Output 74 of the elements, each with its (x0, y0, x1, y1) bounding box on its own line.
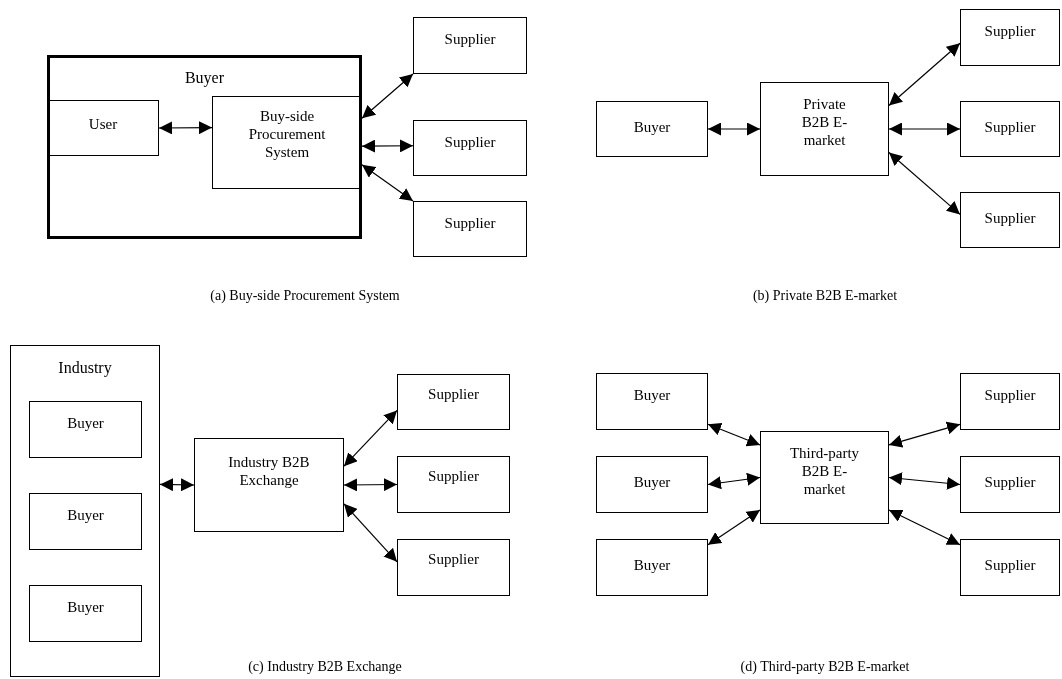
node-label: Buy-side Procurement System (247, 107, 327, 161)
node-label: Supplier (984, 473, 1036, 491)
double-headed-arrow (343, 503, 398, 563)
double-headed-arrow (888, 122, 961, 136)
process-box (413, 17, 527, 74)
double-headed-arrow (343, 478, 398, 492)
node-label: Supplier (444, 214, 496, 232)
figure-caption: (c) Industry B2B Exchange (248, 659, 402, 675)
node-label: Buyer (67, 598, 104, 616)
node-label: Buyer (67, 414, 104, 432)
node-label: Buyer (633, 556, 671, 574)
figure-caption: (a) Buy-side Procurement System (210, 288, 400, 304)
node-label: Third-party B2B E-market (788, 444, 861, 498)
node-label: Buyer (633, 386, 671, 404)
node-label: Supplier (984, 386, 1036, 404)
process-box (29, 585, 142, 642)
node-label: Buyer (67, 506, 104, 524)
process-box (760, 431, 889, 524)
node-label: Supplier (428, 385, 479, 403)
figure-caption: (d) Third-party B2B E-market (740, 659, 910, 675)
node-label: Supplier (444, 30, 496, 48)
process-box (397, 374, 510, 430)
double-headed-arrow (343, 409, 398, 467)
double-headed-arrow (888, 42, 961, 107)
double-headed-arrow (707, 472, 761, 490)
process-box (397, 456, 510, 513)
node-label: Supplier (428, 467, 479, 485)
process-box (596, 456, 708, 513)
process-box (29, 493, 142, 550)
double-headed-arrow (888, 151, 961, 215)
double-headed-arrow (707, 509, 761, 546)
node-label: Supplier (444, 133, 496, 151)
process-box (960, 373, 1060, 430)
process-box (960, 9, 1060, 66)
node-label: Supplier (984, 556, 1036, 574)
node-label: Buyer (184, 68, 225, 88)
double-headed-arrow (361, 139, 414, 153)
node-label: Industry (58, 358, 112, 378)
double-headed-arrow (888, 472, 961, 490)
process-box (413, 120, 527, 176)
node-label: Private B2B E-market (800, 95, 849, 149)
process-box (596, 373, 708, 430)
process-box (29, 401, 142, 458)
double-headed-arrow (159, 478, 195, 492)
process-box (760, 82, 889, 176)
process-box (960, 101, 1060, 157)
process-box (212, 96, 362, 189)
node-label: Supplier (984, 209, 1036, 227)
node-label: Supplier (984, 118, 1036, 136)
double-headed-arrow (707, 122, 761, 136)
node-label: Supplier (984, 22, 1036, 40)
figure-caption: (b) Private B2B E-market (752, 288, 898, 304)
double-headed-arrow (361, 73, 414, 119)
group-box (47, 55, 362, 239)
process-box (194, 438, 344, 532)
process-box (960, 192, 1060, 248)
process-box (960, 539, 1060, 596)
double-headed-arrow (888, 509, 961, 546)
node-label: Buyer (633, 473, 671, 491)
process-box (413, 201, 527, 257)
node-label: Buyer (633, 118, 671, 136)
double-headed-arrow (361, 164, 414, 202)
node-label: Supplier (428, 550, 479, 568)
group-box (10, 345, 160, 677)
node-label: Industry B2B Exchange (227, 453, 311, 489)
process-box (960, 456, 1060, 513)
process-box (596, 539, 708, 596)
double-headed-arrow (707, 423, 761, 447)
double-headed-arrow (158, 121, 213, 135)
process-box (596, 101, 708, 157)
double-headed-arrow (888, 421, 961, 448)
process-box (47, 100, 159, 156)
process-box (397, 539, 510, 596)
node-label: User (88, 115, 118, 133)
